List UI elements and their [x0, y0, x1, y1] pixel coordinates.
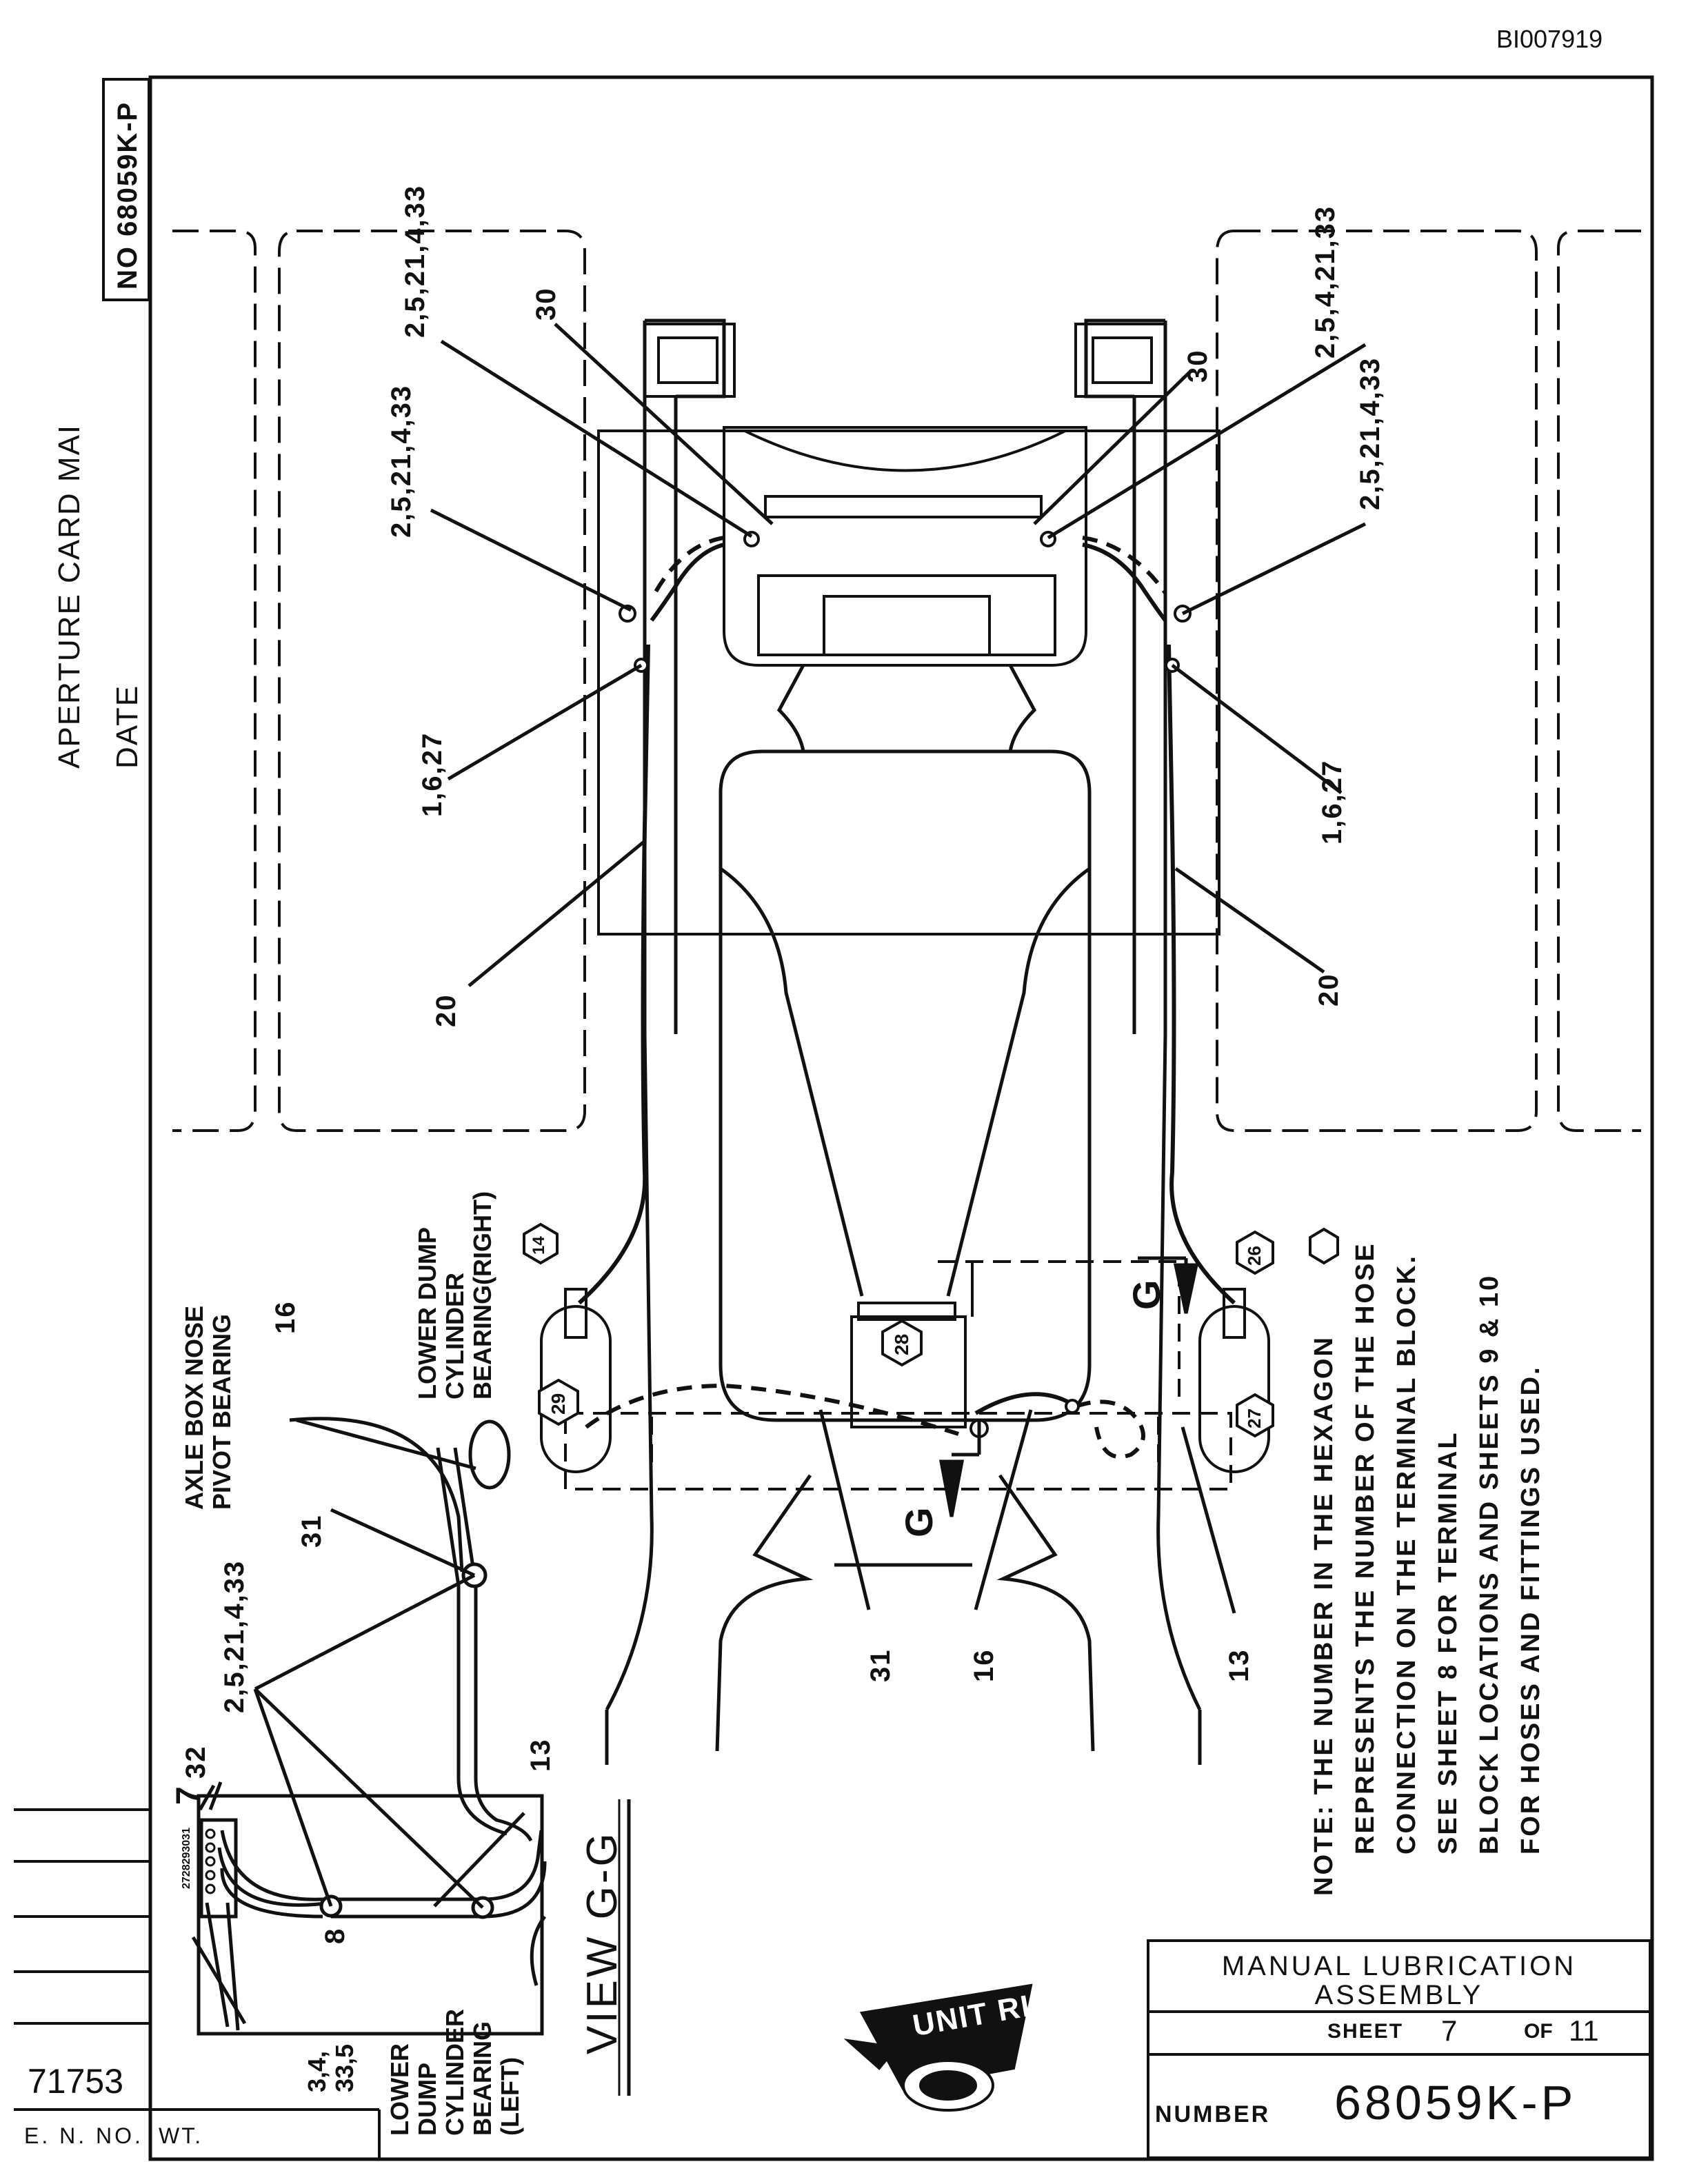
section-mark-right: G — [1125, 1280, 1168, 1310]
title-block-frame — [1147, 1939, 1651, 2159]
number-box — [102, 78, 150, 301]
sheet-total: 11 — [1569, 2014, 1599, 2047]
left-label-line1: LOWER — [385, 2043, 414, 2136]
aperture-card-label: APERTURE CARD MAI — [52, 423, 86, 769]
left-label-line2: DUMP — [413, 2063, 441, 2136]
view-label-13: 13 — [525, 1738, 556, 1772]
callout-bottom-13: 13 — [1224, 1648, 1254, 1683]
left-bearing-label: LOWER DUMP CYLINDER BEARING (LEFT) — [385, 2008, 524, 2136]
callout-top-right-30: 30 — [1183, 349, 1213, 383]
hex-14: 14 — [530, 1236, 548, 1255]
terminal-ports — [205, 1828, 216, 1894]
rear-axle-dashed — [564, 1260, 1232, 1490]
title-line2: ASSEMBLY — [1314, 1980, 1484, 2010]
view-label-16: 16 — [270, 1300, 301, 1335]
view-label-32: 32 — [181, 1745, 211, 1779]
view-label-8: 8 — [320, 1927, 350, 1944]
wt-label: WT. — [159, 2123, 203, 2148]
callout-left-20: 20 — [431, 993, 461, 1028]
axle-label-line1: AXLE BOX NOSE — [180, 1305, 208, 1510]
callout-top-left-far: 2,5,21,4,33 — [400, 184, 430, 338]
terminal-numbers: 2728293031 — [181, 1828, 192, 1889]
axle-box-label: AXLE BOX NOSE PIVOT BEARING — [180, 1305, 236, 1510]
main-body — [719, 664, 1092, 1422]
view-title: VIEW G-G — [579, 1830, 626, 2054]
hex-26: 26 — [1244, 1246, 1265, 1266]
differential — [723, 426, 1087, 667]
title-line1: MANUAL LUBRICATION — [1221, 1951, 1577, 1981]
hex-29: 29 — [547, 1393, 569, 1415]
right-label-line1: LOWER DUMP — [413, 1227, 441, 1399]
pivot-block — [850, 1262, 974, 1428]
rear-frame — [605, 1474, 1202, 1765]
doc-id: BI007919 — [1496, 25, 1603, 53]
fittings — [619, 531, 1192, 1438]
callout-top-right-far: 2,5,4,21,33 — [1310, 205, 1340, 358]
left-label-line4: BEARING — [468, 2021, 496, 2136]
hexagon-note: NOTE: THE NUMBER IN THE HEXAGON REPRESEN… — [1303, 1242, 1551, 1896]
callout-top-left-near: 2,5,21,4,33 — [386, 384, 416, 538]
dashed-hoses — [585, 536, 1167, 1459]
note-line1: NOTE: THE NUMBER IN THE HEXAGON — [1309, 1335, 1338, 1896]
drawing-code: 71753 — [28, 2062, 124, 2101]
number-value: 68059K-P — [1334, 2076, 1577, 2130]
section-arrows — [938, 1256, 1199, 1517]
frame-rails — [605, 318, 1202, 1711]
left-label-line3: CYLINDER — [441, 2008, 469, 2136]
number-label: NUMBER — [1155, 2101, 1271, 2127]
view-label-7: 7 — [170, 1786, 207, 1805]
date-label: DATE — [110, 684, 144, 769]
view-gg-inset — [191, 1417, 631, 2096]
view-label-345: 3,4, 33,5 — [303, 2044, 359, 2092]
tire-outlines — [172, 230, 1641, 1132]
left-label-line5: (LEFT) — [496, 2057, 524, 2136]
note-line4: SEE SHEET 8 FOR TERMINAL — [1434, 1430, 1463, 1854]
dump-cylinders — [540, 1288, 1270, 1473]
callout-left-1627: 1,6,27 — [417, 731, 448, 817]
right-label-line2: CYLINDER — [441, 1272, 469, 1399]
of-label: OF — [1524, 2020, 1553, 2043]
section-mark-bottom: G — [897, 1507, 941, 1537]
callout-bottom-16: 16 — [969, 1648, 999, 1683]
axle-label-line2: PIVOT BEARING — [208, 1313, 236, 1510]
note-line2: REPRESENTS THE NUMBER OF THE HOSE — [1351, 1242, 1380, 1854]
eno-label: E. N. NO. — [24, 2123, 143, 2148]
lube-hoses — [577, 543, 1236, 1415]
note-line3: CONNECTION ON THE TERMINAL BLOCK. — [1392, 1254, 1421, 1854]
margin-ticks — [14, 1808, 381, 2158]
wheel-hubs — [643, 323, 1167, 398]
leader-lines — [430, 323, 1367, 1614]
callout-bottom-31: 31 — [865, 1648, 896, 1683]
view-label-group: 2,5,21,4,33 — [219, 1559, 250, 1713]
callout-right-20: 20 — [1314, 973, 1344, 1007]
callout-top-right-near: 2,5,21,4,33 — [1355, 356, 1385, 510]
sheet-number: 7 — [1441, 2014, 1458, 2047]
note-line6: FOR HOSES AND FITTINGS USED. — [1516, 1365, 1545, 1854]
hex-28: 28 — [891, 1333, 912, 1355]
hex-27: 27 — [1244, 1408, 1265, 1428]
callout-top-left-30: 30 — [531, 287, 561, 321]
hexagon-markers — [523, 1222, 1339, 1438]
view-label-31: 31 — [297, 1514, 327, 1548]
callout-right-1627: 1,6,27 — [1317, 759, 1347, 845]
sheet-number-box-text: NO 68059K-P — [112, 101, 143, 290]
right-bearing-label: LOWER DUMP CYLINDER BEARING(RIGHT) — [413, 1191, 496, 1399]
unit-rig-logo — [843, 1983, 1033, 2112]
axle-housing — [597, 429, 1220, 936]
right-label-line3: BEARING(RIGHT) — [468, 1191, 496, 1399]
sheet-label: SHEET — [1327, 2020, 1404, 2043]
view-label-345-line2: 33,5 — [330, 2043, 359, 2092]
view-label-345-line1: 3,4, — [303, 2050, 331, 2092]
note-line5: BLOCK LOCATIONS AND SHEETS 9 & 10 — [1475, 1273, 1504, 1854]
